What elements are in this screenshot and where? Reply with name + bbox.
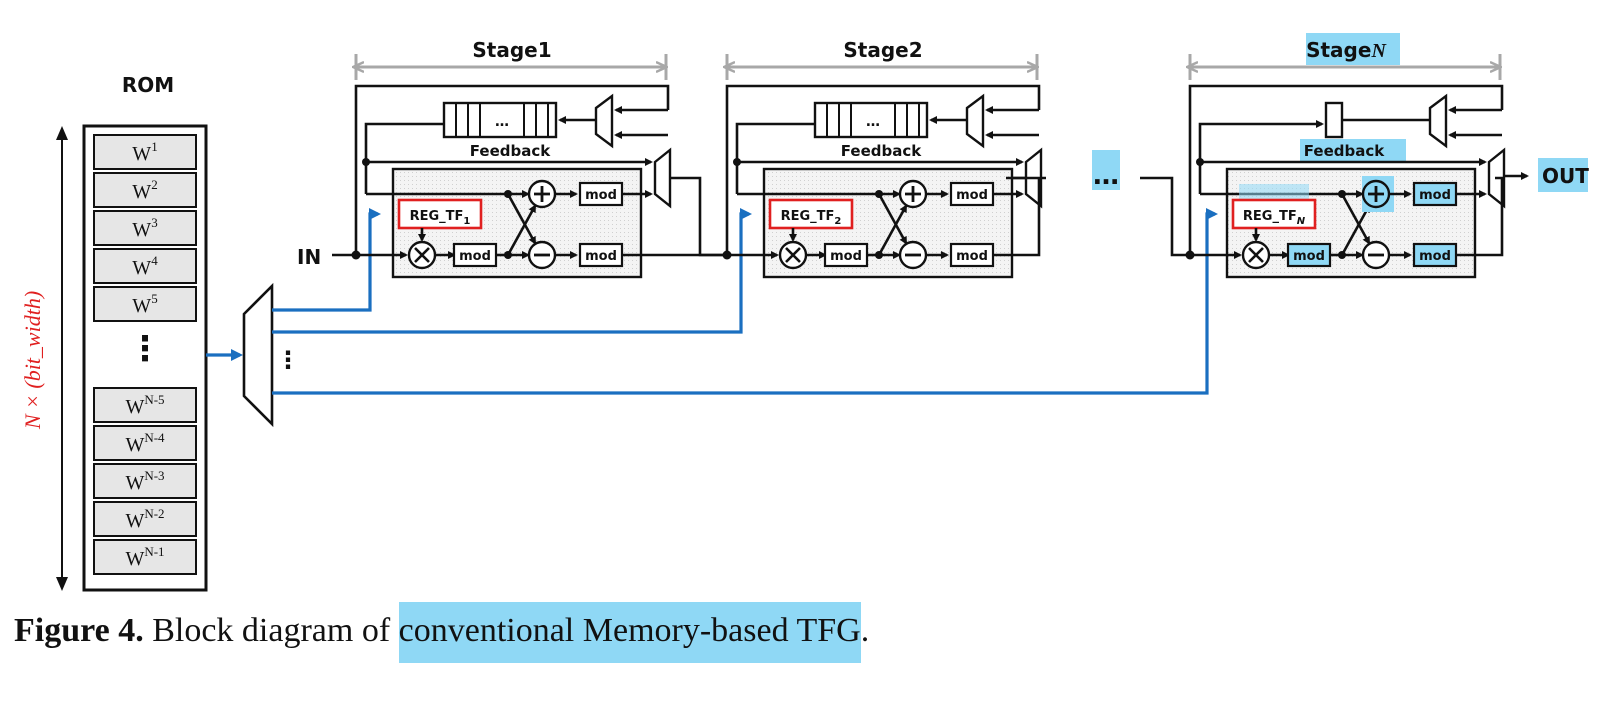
rom-cell-label: WN-4 [125, 430, 165, 456]
rom-cell-label: W5 [132, 291, 157, 317]
rom-top-cell: W1 [93, 134, 197, 170]
feedback-label: Feedback [1304, 142, 1385, 160]
rom-cell-label: W2 [132, 177, 157, 203]
stages: Stage1…FeedbackREG_TF1modmodmodStage2…Fe… [351, 33, 1506, 279]
rom-bottom-cell: WN-4 [93, 425, 197, 461]
between-stages-ellipsis: … [1093, 161, 1119, 191]
mod-block-mult-label: mod [1293, 249, 1325, 264]
reg-tf-label: REG_TF1 [410, 209, 471, 227]
twiddle-bus-stageN [272, 208, 1218, 395]
rom-top-cell: W5 [93, 286, 197, 322]
output-mux [653, 147, 672, 209]
rom-cell-label: WN-5 [125, 392, 164, 418]
mod-block-mult-label: mod [459, 249, 491, 264]
feedback-register [1324, 101, 1344, 139]
reg-tf [1231, 198, 1317, 230]
stage-title: Stage1 [472, 38, 551, 62]
mux-ellipsis: ⋮ [276, 346, 300, 374]
figure-caption: Figure 4. Block diagram of conventional … [14, 602, 870, 663]
between-stages-wire-b [1140, 176, 1192, 257]
feedback-label: Feedback [470, 142, 551, 160]
reg-tf-label: REG_TFN [1243, 209, 1306, 227]
rom-top-cell: W3 [93, 210, 197, 246]
rom-ellipsis: ⋮ [128, 329, 162, 369]
rom-cell-label: WN-3 [125, 468, 164, 494]
stage-title-highlight [1306, 33, 1400, 65]
feedback-mux [594, 93, 614, 149]
feedback-label: Feedback [841, 142, 922, 160]
rom-bottom-cells: WN-5WN-4WN-3WN-2WN-1 [93, 387, 197, 575]
twiddle-mux [242, 282, 274, 428]
mod-block-mult-highlight [1288, 244, 1330, 266]
rom-bottom-cell: WN-3 [93, 463, 197, 499]
feedback-label-highlight [1300, 139, 1406, 161]
rom-title: ROM [122, 73, 174, 97]
reg-tf-label: REG_TF2 [781, 209, 842, 227]
mod-block-sub-label: mod [1419, 249, 1451, 264]
mod-block-mult-label: mod [830, 249, 862, 264]
twiddle-bus-stage2 [272, 208, 752, 334]
rom-cell-label: WN-2 [125, 506, 164, 532]
mod-block-add-label: mod [585, 188, 617, 203]
caption-end: . [860, 612, 870, 649]
rom-top-cell: W4 [93, 248, 197, 284]
between-stages-highlight [1092, 150, 1120, 190]
mod-block-add-label: mod [956, 188, 988, 203]
rom-cell-label: WN-1 [125, 544, 164, 570]
output-label: OUT [1542, 164, 1589, 188]
output-highlight [1538, 158, 1588, 192]
mod-block-add-highlight [1414, 183, 1456, 205]
feedback-fifo [442, 101, 558, 139]
rom-cell-label: W1 [132, 139, 157, 165]
feedback-fifo [813, 101, 929, 139]
feedback-mux [965, 93, 985, 149]
rom-top-cell: W2 [93, 172, 197, 208]
mod-block-add-label: mod [1419, 188, 1451, 203]
rom-cell-label: W4 [132, 253, 158, 279]
stage-title: Stage2 [843, 38, 922, 62]
caption-highlighted-text: conventional Memory-based TFG [398, 602, 861, 663]
mod-block-sub-label: mod [585, 249, 617, 264]
stage-title: StageN [1306, 38, 1387, 62]
mod-block-sub-highlight [1414, 244, 1456, 266]
feedback-mux [1428, 93, 1448, 149]
rom-bottom-cell: WN-2 [93, 501, 197, 537]
caption-figure-number: Figure 4. [14, 612, 144, 649]
caption-text: Block diagram of [143, 612, 399, 649]
rom-size-label: N × (bit_width) [20, 291, 45, 430]
mod-block-sub-label: mod [956, 249, 988, 264]
rom-bottom-cell: WN-1 [93, 539, 197, 575]
twiddle-bus-stage1 [272, 208, 381, 312]
rom-bottom-cell: WN-5 [93, 387, 197, 423]
fifo-dots: … [495, 114, 509, 130]
reg-tf [397, 198, 483, 230]
input-label: IN [297, 245, 321, 269]
reg-tf [768, 198, 854, 230]
rom-cell-label: W3 [132, 215, 157, 241]
fifo-dots: … [866, 114, 880, 130]
